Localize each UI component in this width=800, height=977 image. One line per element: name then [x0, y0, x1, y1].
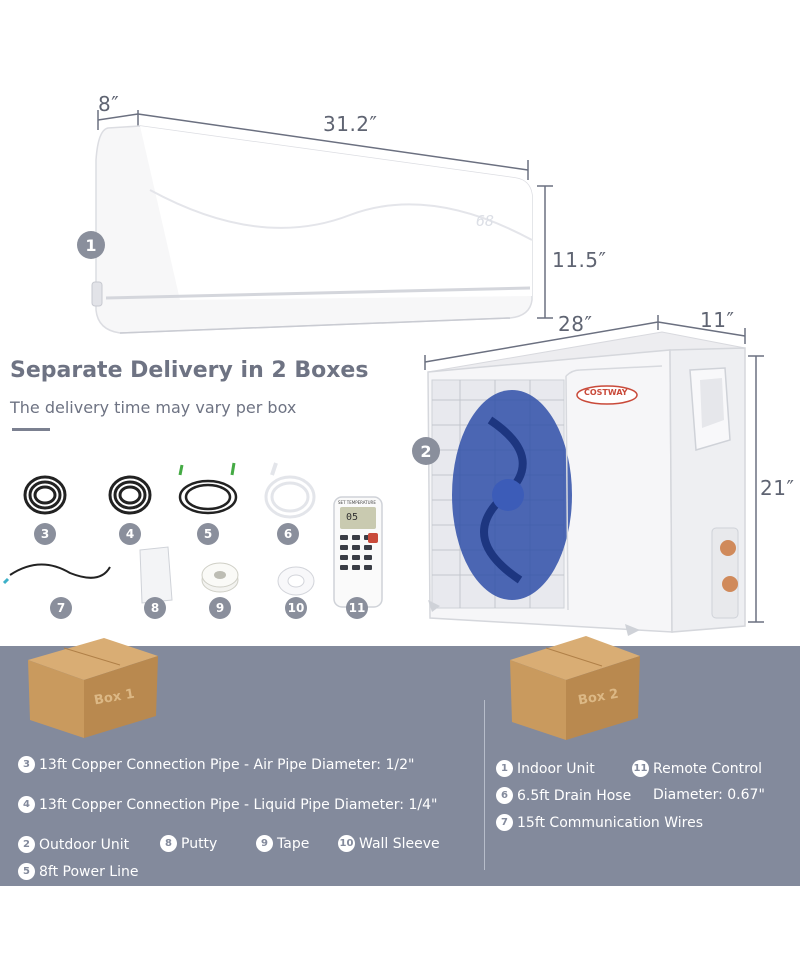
- box-divider: [484, 700, 485, 870]
- indoor-display: 68: [476, 212, 495, 230]
- brand-logo: COSTWAY: [584, 388, 628, 397]
- box2-item-badge: 6: [496, 787, 513, 804]
- box1-item-text: 13ft Copper Connection Pipe - Air Pipe D…: [39, 756, 415, 773]
- badge-accessory-4: 4: [119, 523, 141, 545]
- badge-accessory-6: 6: [277, 523, 299, 545]
- box1-item-power-line: 5 8ft Power Line: [18, 863, 138, 880]
- box-2-illustration: Box 2: [506, 630, 646, 745]
- indoor-unit-illustration: [91, 110, 553, 334]
- box1-item-text: Wall Sleeve: [359, 835, 440, 852]
- badge-accessory-8: 8: [144, 597, 166, 619]
- outdoor-depth-label: 11″: [700, 308, 735, 332]
- badge-indoor-unit: 1: [77, 231, 105, 259]
- box2-item-text: Diameter: 0.67": [653, 787, 765, 803]
- badge-accessory-3: 3: [34, 523, 56, 545]
- box2-item-text: 15ft Communication Wires: [517, 814, 704, 831]
- box1-item-text: Tape: [277, 835, 310, 852]
- outdoor-width-label: 28″: [558, 312, 593, 336]
- indoor-width-label: 31.2″: [323, 112, 378, 136]
- box1-item-text: 13ft Copper Connection Pipe - Liquid Pip…: [39, 796, 438, 813]
- box-1-illustration: Box 1: [24, 632, 164, 742]
- box2-item-badge: 11: [632, 760, 649, 777]
- box1-item-text: Putty: [181, 835, 218, 852]
- box2-item-badge: 1: [496, 760, 513, 777]
- box1-item-badge: 10: [338, 835, 355, 852]
- accessories-area: 05 SET TEMPERATURE 3 4 5 6 7 8 9 10 11: [0, 455, 400, 635]
- box1-item-badge: 8: [160, 835, 177, 852]
- box2-item-badge: 7: [496, 814, 513, 831]
- indoor-unit: 8″ 31.2″ 11.5″ 68 1: [0, 0, 800, 340]
- indoor-height-label: 11.5″: [552, 248, 607, 272]
- box1-item-text: Outdoor Unit: [39, 836, 130, 853]
- box2-item-drain-hose: 6 6.5ft Drain Hose: [496, 787, 631, 804]
- badge-accessory-11: 11: [346, 597, 368, 619]
- badge-accessory-5: 5: [197, 523, 219, 545]
- box2-item-drain-diameter: Diameter: 0.67": [653, 787, 765, 803]
- box1-item-putty: 8 Putty: [160, 835, 217, 852]
- badge-accessory-10: 10: [285, 597, 307, 619]
- page-title: Separate Delivery in 2 Boxes: [10, 358, 369, 383]
- box1-item-wall-sleeve: 10 Wall Sleeve: [338, 835, 440, 852]
- box2-item-text: Indoor Unit: [517, 760, 595, 777]
- box1-item-air-pipe: 3 13ft Copper Connection Pipe - Air Pipe…: [18, 756, 414, 773]
- outdoor-height-label: 21″: [760, 476, 795, 500]
- box1-item-badge: 5: [18, 863, 35, 880]
- outdoor-unit: COSTWAY 28″ 11″ 21″ 2: [400, 300, 800, 650]
- box1-item-badge: 4: [18, 796, 35, 813]
- badge-accessory-9: 9: [209, 597, 231, 619]
- badge-accessory-7: 7: [50, 597, 72, 619]
- box2-item-remote: 11 Remote Control: [632, 760, 762, 777]
- box2-item-text: 6.5ft Drain Hose: [517, 787, 632, 804]
- remote-label: SET TEMPERATURE: [338, 500, 376, 505]
- box2-item-text: Remote Control: [653, 760, 763, 777]
- box1-item-badge: 2: [18, 836, 35, 853]
- box1-item-liquid-pipe: 4 13ft Copper Connection Pipe - Liquid P…: [18, 796, 437, 813]
- badge-outdoor-unit: 2: [412, 437, 440, 465]
- box2-item-indoor-unit: 1 Indoor Unit: [496, 760, 595, 777]
- box1-item-outdoor-unit: 2 Outdoor Unit: [18, 836, 129, 853]
- box1-item-badge: 3: [18, 756, 35, 773]
- indoor-depth-label: 8″: [98, 92, 120, 116]
- page-subtitle: The delivery time may vary per box: [10, 398, 297, 417]
- box2-item-comm-wires: 7 15ft Communication Wires: [496, 814, 703, 831]
- remote-screen: 05: [346, 512, 359, 523]
- accessories-illustration: [2, 462, 383, 608]
- box1-item-text: 8ft Power Line: [39, 863, 139, 880]
- title-underline: [12, 428, 50, 431]
- outdoor-unit-illustration: [424, 315, 764, 636]
- box1-item-badge: 9: [256, 835, 273, 852]
- box1-item-tape: 9 Tape: [256, 835, 309, 852]
